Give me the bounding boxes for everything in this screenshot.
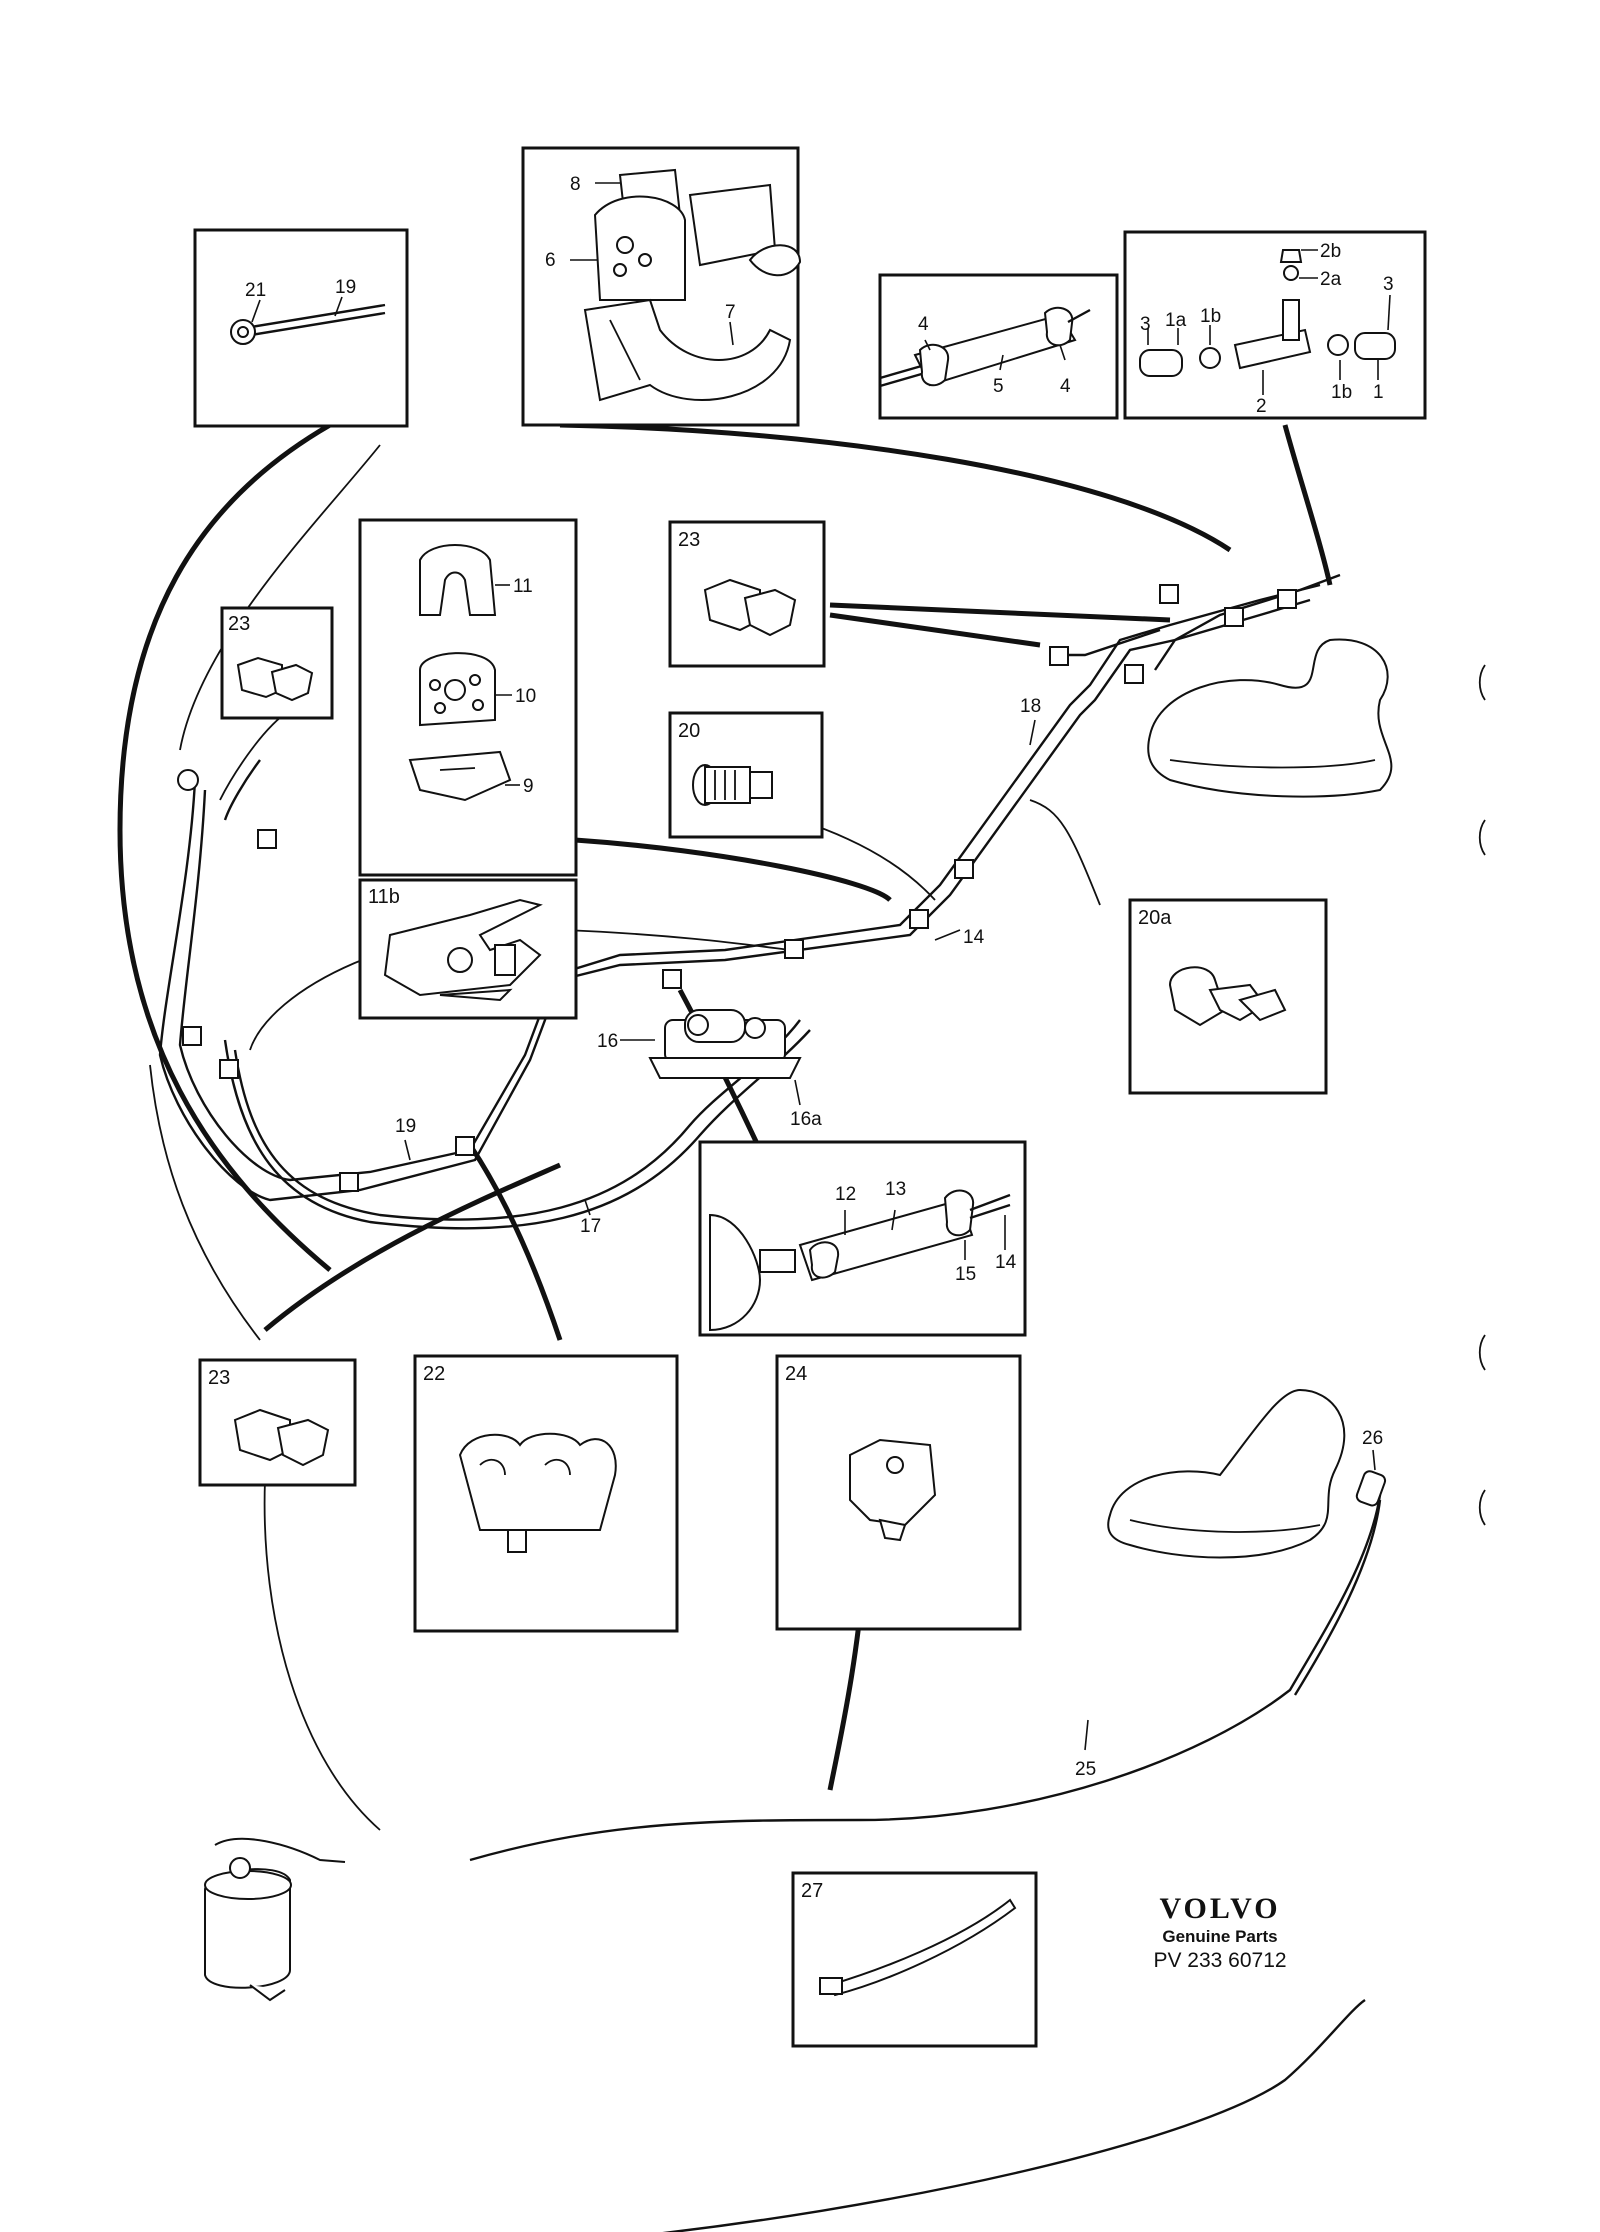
box-parts-9-10-11: 11 10 9 xyxy=(358,518,578,877)
label-8: 8 xyxy=(570,174,581,195)
box-parts-4-5: 4 5 4 xyxy=(878,273,1119,420)
part-sheet-code: PV 233 60712 xyxy=(1153,1949,1287,1972)
callout-14: 14 xyxy=(963,927,985,948)
pipe-nut xyxy=(177,769,199,791)
label-5: 5 xyxy=(993,376,1004,397)
pipe-clip xyxy=(1049,646,1069,666)
label-2a: 2a xyxy=(1320,269,1342,290)
front-seat xyxy=(1147,638,1393,798)
box-part-20: 20 xyxy=(668,711,824,839)
box-part-11b: 11b xyxy=(358,878,578,1020)
label-3-right: 3 xyxy=(1383,274,1394,295)
callout-16: 16 xyxy=(597,1031,618,1052)
box-23-left-title: 23 xyxy=(228,613,250,635)
label-1b-left: 1b xyxy=(1200,306,1221,327)
label-4-right: 4 xyxy=(1060,376,1071,397)
box-part-27: 27 xyxy=(791,1871,1038,2048)
box-part-22: 22 xyxy=(413,1354,679,1633)
callout-labels: 18 14 16 16a 19 17 25 26 xyxy=(395,696,1383,1780)
label-14-box: 14 xyxy=(995,1252,1017,1273)
pipe-clip xyxy=(257,829,277,849)
label-13: 13 xyxy=(885,1179,906,1200)
label-15: 15 xyxy=(955,1264,976,1285)
box-parts-6-7-8: 8 6 7 xyxy=(521,146,802,427)
pipe-clip xyxy=(339,1172,359,1192)
box-23-top-title: 23 xyxy=(678,529,700,551)
callout-25: 25 xyxy=(1075,1759,1096,1780)
fuel-pipes xyxy=(158,573,1382,2232)
label-12: 12 xyxy=(835,1184,856,1205)
label-1a: 1a xyxy=(1165,310,1187,331)
box-parts-19-21: 21 19 xyxy=(193,228,409,428)
pipe-clip xyxy=(909,909,929,929)
part-26-end-fitting xyxy=(1355,1470,1387,1507)
margin-marks xyxy=(1478,664,1486,1526)
pipe-clip xyxy=(784,939,804,959)
genuine-parts-tagline: Genuine Parts xyxy=(1162,1927,1278,1946)
pipe-clip xyxy=(662,969,682,989)
box-parts-1-3: 2b 2a 3 1a 1b 3 2 1b 1 xyxy=(1123,230,1427,420)
callout-17: 17 xyxy=(580,1216,601,1237)
label-1b-right: 1b xyxy=(1331,382,1352,403)
pipe-clip xyxy=(455,1136,475,1156)
part-16-fuel-pump xyxy=(648,1009,802,1079)
label-6: 6 xyxy=(545,250,556,271)
pipe-clip xyxy=(1277,589,1297,609)
connector-arrows xyxy=(117,422,1333,1831)
label-7: 7 xyxy=(725,302,736,323)
rear-seat xyxy=(1107,1388,1346,1559)
box-24-title: 24 xyxy=(785,1363,807,1385)
box-parts-12-15: 12 13 15 14 xyxy=(698,1140,1027,1337)
label-21: 21 xyxy=(245,280,266,301)
pipe-clip xyxy=(1124,664,1144,684)
pipe-clip xyxy=(182,1026,202,1046)
box-part-23-left: 23 xyxy=(220,606,334,720)
pipe-clip xyxy=(1224,607,1244,627)
label-9: 9 xyxy=(523,776,534,797)
box-20a-title: 20a xyxy=(1138,907,1172,929)
label-4-left: 4 xyxy=(918,314,929,335)
label-2b: 2b xyxy=(1320,241,1341,262)
box-part-23-bottom: 23 xyxy=(198,1358,357,1487)
box-part-24: 24 xyxy=(775,1354,1022,1631)
box-11b-title: 11b xyxy=(368,886,400,908)
label-11: 11 xyxy=(513,576,533,597)
fuel-tank xyxy=(204,1837,346,2002)
callout-16a: 16a xyxy=(790,1109,822,1130)
box-22-title: 22 xyxy=(423,1363,445,1385)
label-19: 19 xyxy=(335,277,356,298)
pipe-clip xyxy=(954,859,974,879)
label-3-left: 3 xyxy=(1140,314,1151,335)
callout-19: 19 xyxy=(395,1116,416,1137)
label-2: 2 xyxy=(1256,396,1267,417)
box-27-title: 27 xyxy=(801,1880,823,1902)
pipe-clip xyxy=(1159,584,1179,604)
box-part-23-top: 23 xyxy=(668,520,826,668)
box-part-20a: 20a xyxy=(1128,898,1328,1095)
volvo-genuine-parts-block: VOLVO Genuine Parts PV 233 60712 xyxy=(1120,1892,1320,1974)
volvo-logo: VOLVO xyxy=(1159,1892,1281,1925)
callout-26: 26 xyxy=(1362,1428,1383,1449)
pipe-clips xyxy=(177,584,1297,1192)
callout-18: 18 xyxy=(1020,696,1041,717)
box-20-title: 20 xyxy=(678,720,700,742)
pipe-clip xyxy=(219,1059,239,1079)
box-23-bottom-title: 23 xyxy=(208,1367,230,1389)
label-10: 10 xyxy=(515,686,536,707)
label-1: 1 xyxy=(1373,382,1384,403)
